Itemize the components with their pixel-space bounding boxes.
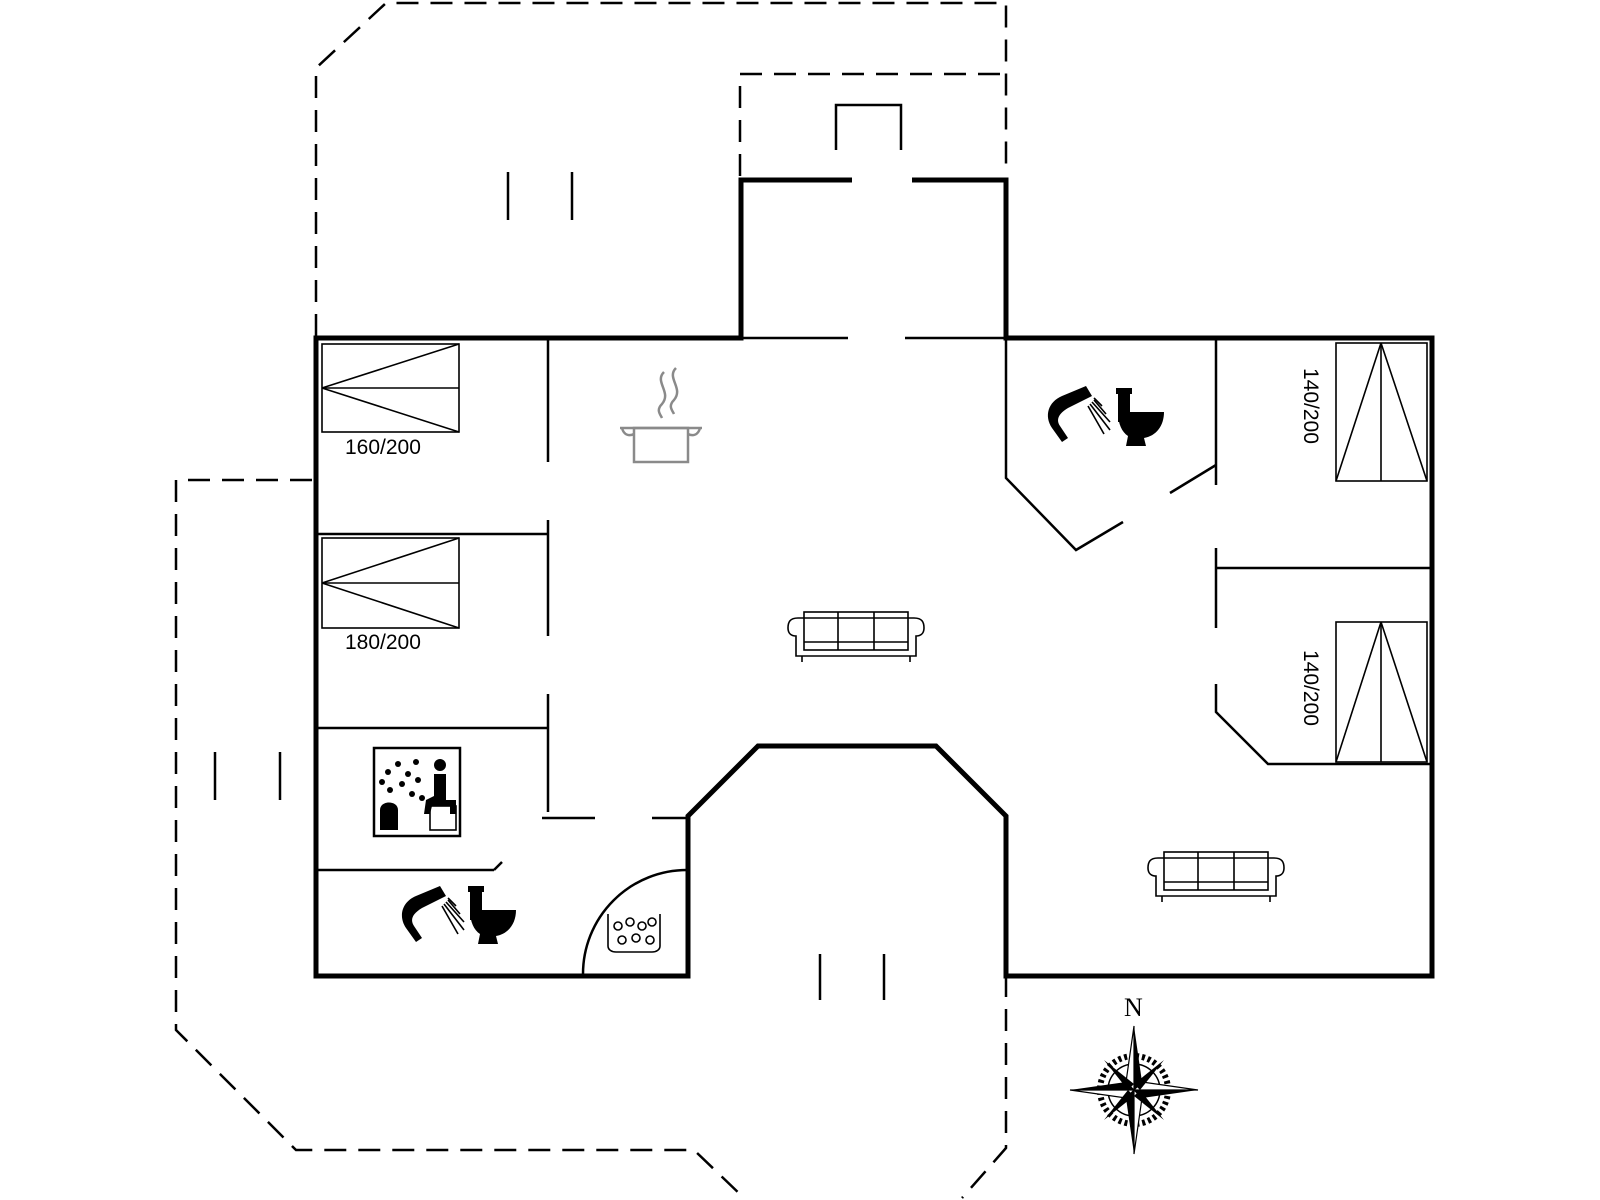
bed-label-140-200-b: 140/200 <box>1299 650 1322 726</box>
interior-walls <box>318 336 1430 872</box>
sauna-icon <box>372 746 462 838</box>
exterior-walls <box>313 177 1435 979</box>
bed-label-140-200-a: 140/200 <box>1299 368 1322 444</box>
hot-tub-door-swing <box>581 868 688 975</box>
bed-180-200 <box>321 537 460 629</box>
bed-140-200-a <box>1335 342 1428 482</box>
bed-140-200-b <box>1335 621 1428 763</box>
compass-north-label: N <box>1124 993 1143 1022</box>
wall-sauna-bath-door <box>493 861 503 871</box>
wall-main-outline <box>313 177 1435 979</box>
terrace-post-markers <box>213 172 886 1000</box>
terrace-south-outline <box>961 975 1008 1199</box>
sofa-icon <box>787 611 925 662</box>
terrace-entry-outline <box>738 72 1006 176</box>
toilet-icon <box>1116 388 1164 446</box>
bed-label-180-200: 180/200 <box>345 631 421 654</box>
wall-east-bath-door <box>1169 463 1217 495</box>
toilet-icon <box>468 886 516 944</box>
shower-icon <box>401 886 465 942</box>
terrace-outlines <box>174 1 1008 1199</box>
terrace-southwest-outline <box>174 478 745 1199</box>
kitchen-pot-icon <box>620 367 702 464</box>
terrace-north-outline <box>314 1 1008 336</box>
hot-tub-icon <box>607 914 661 953</box>
sofa-icon <box>1147 851 1285 902</box>
wall-bed4-corner <box>1214 684 1430 766</box>
bed-label-160-200: 160/200 <box>345 436 421 459</box>
shower-icon <box>1047 386 1111 442</box>
wall-east-bath <box>1004 340 1124 552</box>
bed-160-200 <box>321 343 460 433</box>
compass-rose-icon <box>1069 1025 1199 1155</box>
entry-canopy <box>834 103 903 150</box>
